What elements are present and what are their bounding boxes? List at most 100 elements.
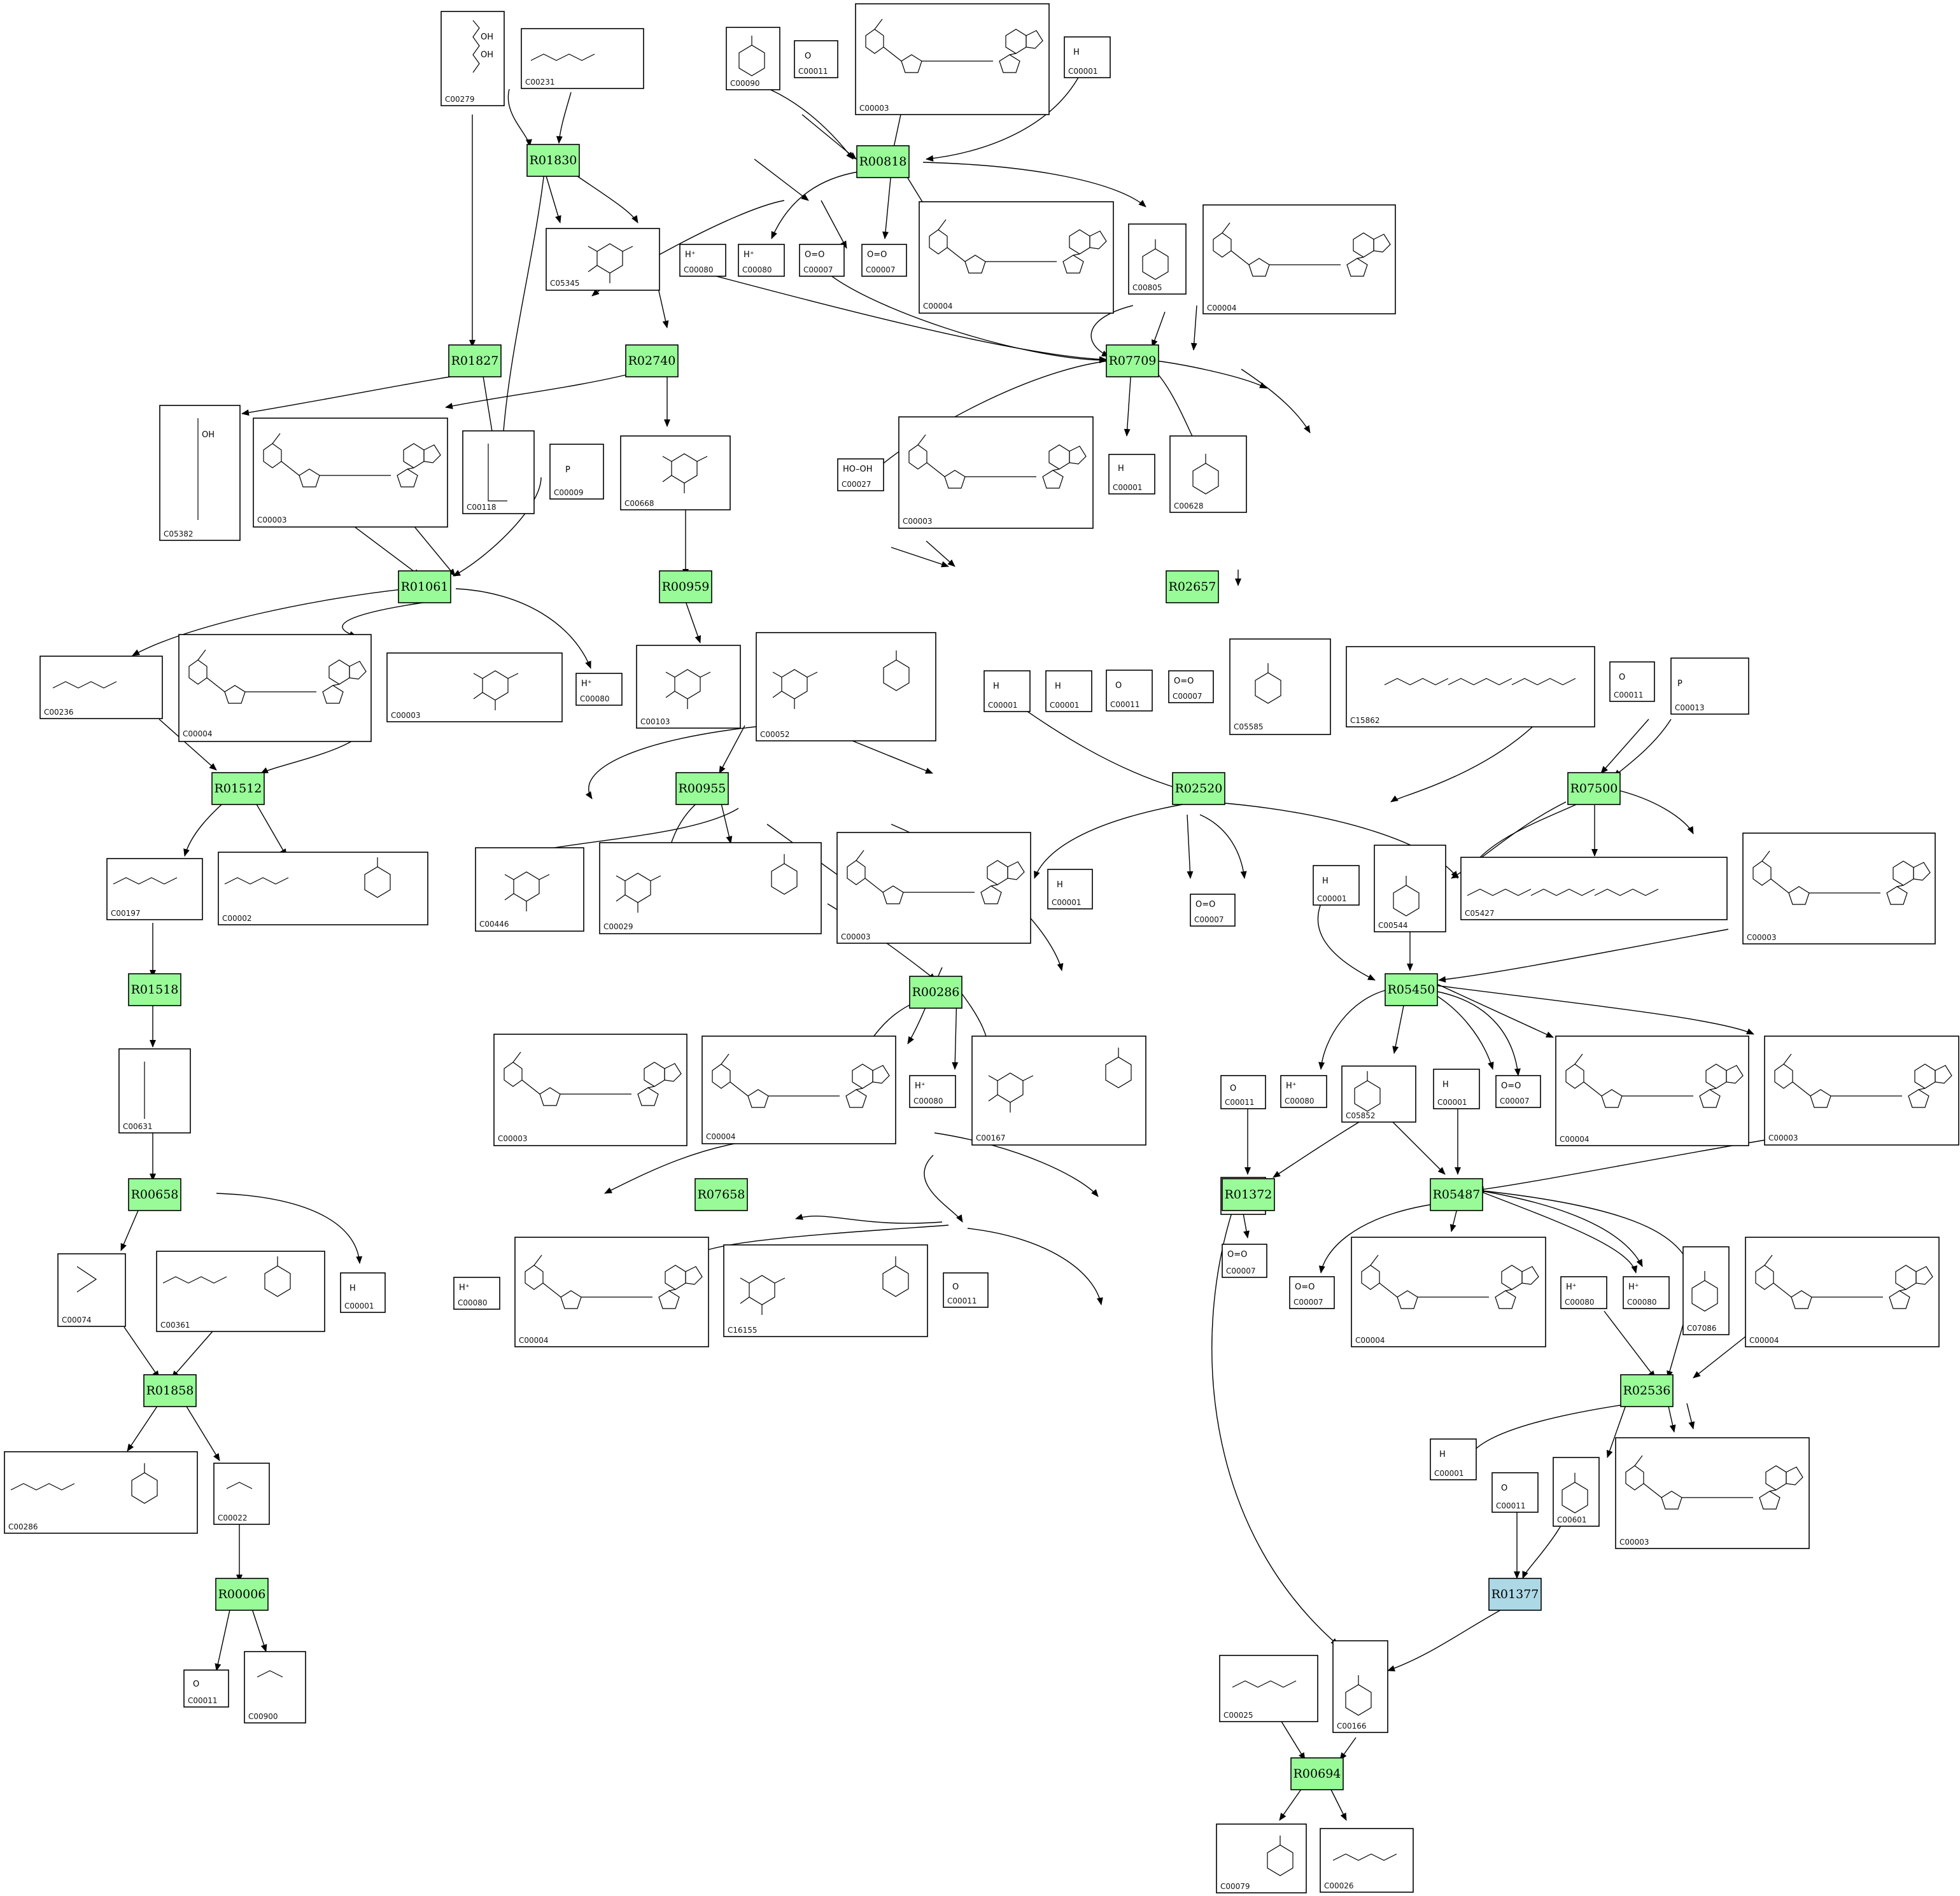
- compound-label: C16155: [728, 1326, 758, 1335]
- compound-label: C00001: [344, 1302, 374, 1310]
- compound-label: C00079: [1220, 1882, 1250, 1891]
- svg-text:O: O: [193, 1680, 199, 1689]
- compound-box: O C00011: [1106, 670, 1153, 712]
- compound-label: C00805: [1132, 283, 1162, 292]
- reaction-node-R00818[interactable]: R00818: [856, 145, 910, 178]
- compound-box: C00003: [898, 416, 1094, 529]
- reaction-node-R00959[interactable]: R00959: [659, 570, 712, 603]
- compound-label: C00011: [188, 1696, 218, 1705]
- compound-label: C00009: [554, 488, 584, 497]
- reaction-node-R00955[interactable]: R00955: [675, 772, 729, 805]
- compound-label: C00003: [1768, 1134, 1798, 1142]
- compound-label: C00011: [947, 1296, 977, 1305]
- reaction-node-R01827[interactable]: R01827: [448, 344, 502, 377]
- reaction-node-R01830[interactable]: R01830: [526, 144, 580, 177]
- compound-label: C00003: [498, 1134, 528, 1143]
- compound-box: C00029: [599, 842, 822, 934]
- reaction-node-R07709[interactable]: R07709: [1106, 344, 1159, 377]
- compound-label: C00279: [445, 95, 475, 104]
- reaction-node-R02536[interactable]: R02536: [1620, 1374, 1674, 1407]
- compound-box: C00166: [1332, 1640, 1388, 1733]
- compound-box: H C00001: [1045, 670, 1092, 712]
- svg-text:R01858: R01858: [146, 1384, 194, 1398]
- compound-box: C00668: [620, 435, 731, 510]
- svg-text:H: H: [1073, 48, 1080, 57]
- compound-label: C00011: [798, 67, 828, 76]
- reaction-node-R01061[interactable]: R01061: [398, 570, 451, 603]
- reaction-node-R01518[interactable]: R01518: [128, 973, 181, 1006]
- compound-label: C00004: [1749, 1336, 1779, 1345]
- compound-box: OH C05382: [159, 405, 241, 541]
- compound-label: C00231: [525, 78, 555, 87]
- compound-label: C05345: [550, 279, 580, 288]
- compound-label: C00001: [1050, 701, 1080, 710]
- reaction-node-R02520[interactable]: R02520: [1172, 772, 1225, 805]
- compound-box: O C00011: [183, 1669, 229, 1708]
- compound-box: C00236: [39, 656, 163, 719]
- compound-label: C00001: [988, 701, 1018, 710]
- reaction-node-R05487[interactable]: R05487: [1430, 1178, 1483, 1211]
- compound-label: C00166: [1337, 1722, 1367, 1731]
- compound-box: O=O C00007: [861, 244, 907, 277]
- compound-label: C00900: [248, 1712, 278, 1721]
- compound-box: H C00001: [1064, 36, 1111, 78]
- reaction-node-R07500[interactable]: R07500: [1567, 772, 1621, 805]
- compound-box: C00004: [514, 1237, 709, 1347]
- svg-text:O=O: O=O: [867, 250, 887, 260]
- compound-label: C07086: [1687, 1324, 1717, 1333]
- compound-label: C00007: [1500, 1097, 1530, 1106]
- reaction-node-R02657[interactable]: R02657: [1166, 570, 1219, 603]
- compound-label: C00001: [1437, 1098, 1467, 1107]
- compound-box: C00079: [1216, 1823, 1307, 1893]
- compound-label: C00011: [1110, 700, 1140, 709]
- compound-label: C00025: [1223, 1711, 1253, 1720]
- compound-label: C00002: [222, 914, 252, 923]
- reaction-node-R01372[interactable]: R01372: [1222, 1178, 1275, 1211]
- compound-box: C00052: [756, 632, 936, 741]
- reaction-node-R01858[interactable]: R01858: [143, 1374, 197, 1407]
- compound-label: C00118: [467, 503, 497, 512]
- compound-box: C00026: [1320, 1828, 1414, 1893]
- reaction-node-R00286[interactable]: R00286: [909, 976, 962, 1009]
- svg-text:R00286: R00286: [912, 985, 960, 999]
- compound-box: C00022: [213, 1463, 270, 1525]
- compound-box: O C00011: [943, 1272, 989, 1308]
- compound-label: C00167: [976, 1134, 1006, 1142]
- compound-label: C00029: [603, 922, 633, 931]
- reaction-node-R01512[interactable]: R01512: [211, 772, 265, 805]
- compound-box: C00002: [218, 852, 428, 925]
- compound-label: C00007: [1173, 692, 1202, 701]
- compound-box: C05852: [1341, 1065, 1416, 1123]
- compound-label: C00236: [44, 708, 74, 717]
- compound-box: C00118: [462, 430, 535, 514]
- compound-box: H C00001: [1108, 454, 1155, 495]
- reaction-node-R05450[interactable]: R05450: [1385, 973, 1438, 1006]
- compound-box: C00231: [521, 28, 644, 89]
- reaction-nodes: R01830 R00818 R01827 R02740 R07709 R0106…: [128, 144, 1674, 1790]
- svg-text:O=O: O=O: [1195, 900, 1215, 909]
- compound-label: C00080: [458, 1298, 488, 1307]
- compound-label: C00004: [519, 1336, 549, 1345]
- compound-label: C00052: [760, 730, 790, 739]
- reaction-node-R00658[interactable]: R00658: [128, 1178, 181, 1211]
- compound-box: H⁺ C00080: [575, 673, 623, 706]
- svg-text:O: O: [1115, 681, 1122, 691]
- reaction-node-R07658[interactable]: R07658: [694, 1178, 748, 1211]
- compound-label: C00003: [257, 516, 287, 524]
- compound-label: C05427: [1465, 909, 1495, 918]
- svg-text:O=O: O=O: [1227, 1250, 1247, 1260]
- compound-box: O C00011: [1491, 1472, 1539, 1513]
- compound-box: C00805: [1128, 223, 1187, 295]
- reaction-node-R00006[interactable]: R00006: [215, 1578, 269, 1611]
- reaction-node-R00694[interactable]: R00694: [1290, 1757, 1344, 1790]
- svg-text:R05450: R05450: [1388, 983, 1435, 997]
- svg-text:H: H: [993, 682, 999, 691]
- reaction-node-R02740[interactable]: R02740: [625, 344, 679, 377]
- reaction-node-R01377[interactable]: R01377: [1488, 1578, 1542, 1611]
- compound-label: C00004: [183, 729, 213, 738]
- svg-text:O: O: [1230, 1084, 1236, 1093]
- compound-box: H C00001: [984, 670, 1031, 712]
- compound-label: C00004: [1207, 304, 1237, 312]
- compound-box: C00003: [1615, 1437, 1810, 1549]
- compound-label: C00601: [1557, 1515, 1587, 1524]
